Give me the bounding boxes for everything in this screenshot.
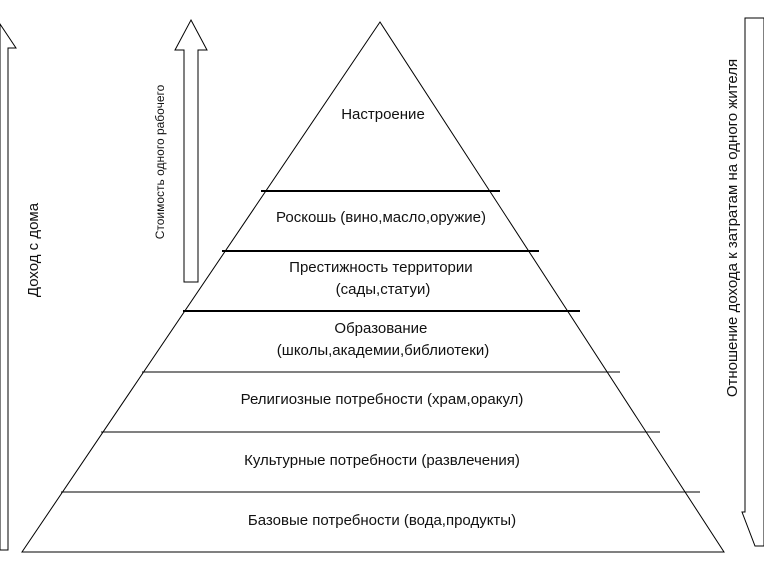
pyramid-outline — [21, 21, 725, 553]
level-mood: Настроение — [341, 106, 425, 123]
level-religious: Религиозные потребности (храм,оракул) — [241, 391, 524, 408]
middle-arrow-label: Стоимость одного рабочего — [153, 84, 167, 239]
right-down-arrow — [741, 17, 764, 547]
right-arrow-label: Отношение дохода к затратам на одного жи… — [724, 59, 741, 397]
left-arrow-label: Доход с дома — [25, 202, 42, 297]
level-basic: Базовые потребности (вода,продукты) — [248, 512, 516, 529]
level-cultural: Культурные потребности (развлечения) — [244, 452, 520, 469]
left-up-arrow — [0, 23, 17, 551]
level-prestige: Престижность территории (сады,статуи) — [289, 259, 477, 298]
pyramid: Настроение Роскошь (вино,масло,оружие) П… — [21, 21, 725, 553]
level-education: Образование (школы,академии,библиотеки) — [277, 320, 489, 359]
middle-up-arrow — [174, 18, 208, 283]
level-luxury: Роскошь (вино,масло,оружие) — [276, 209, 486, 226]
